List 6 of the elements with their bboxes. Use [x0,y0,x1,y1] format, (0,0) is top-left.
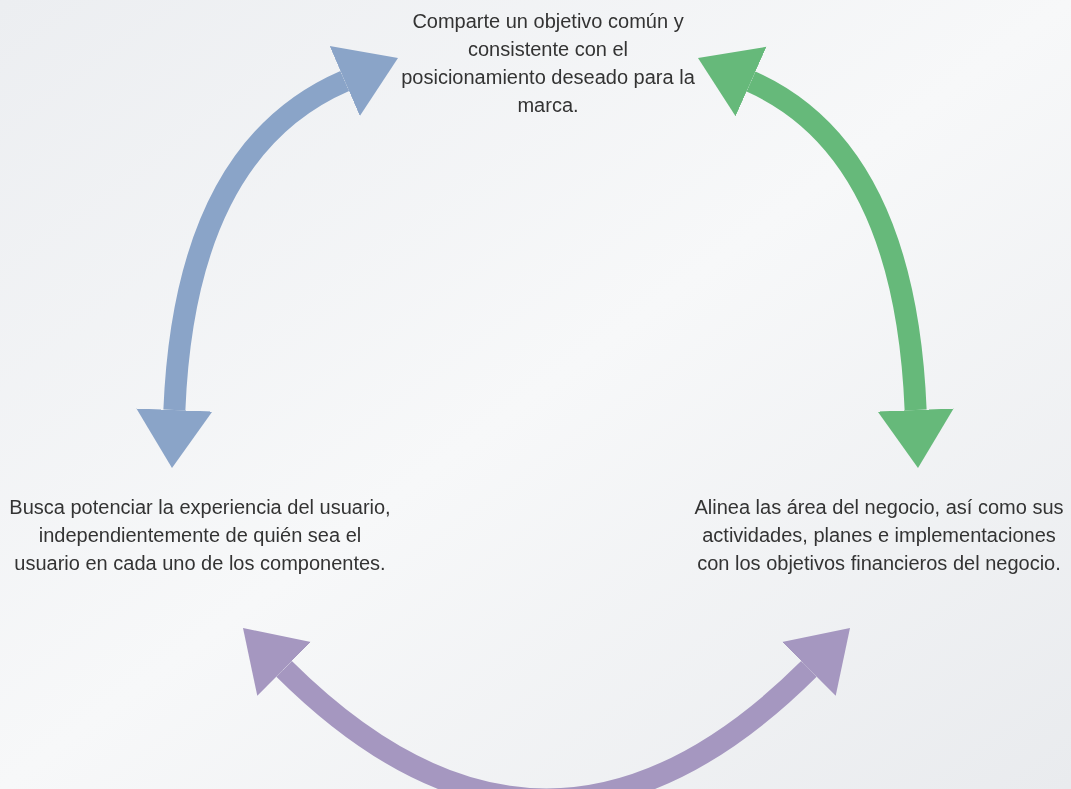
description-text: Alinea las área del negocio, así como sus actividades, planes e implementaciones con los objetivos financieros del negocio. [693,495,1065,576]
description-text: Comparte un objetivo común y consistente con el posicionamiento deseado para la marca. [400,8,696,118]
curved-double-arrow [241,629,852,789]
curved-double-arrow [136,47,397,468]
curved-double-arrow [699,47,954,468]
description-text: Busca potenciar la experiencia del usuario, independientemente de quién sea el usuario en cada uno de los componentes. [8,495,392,576]
